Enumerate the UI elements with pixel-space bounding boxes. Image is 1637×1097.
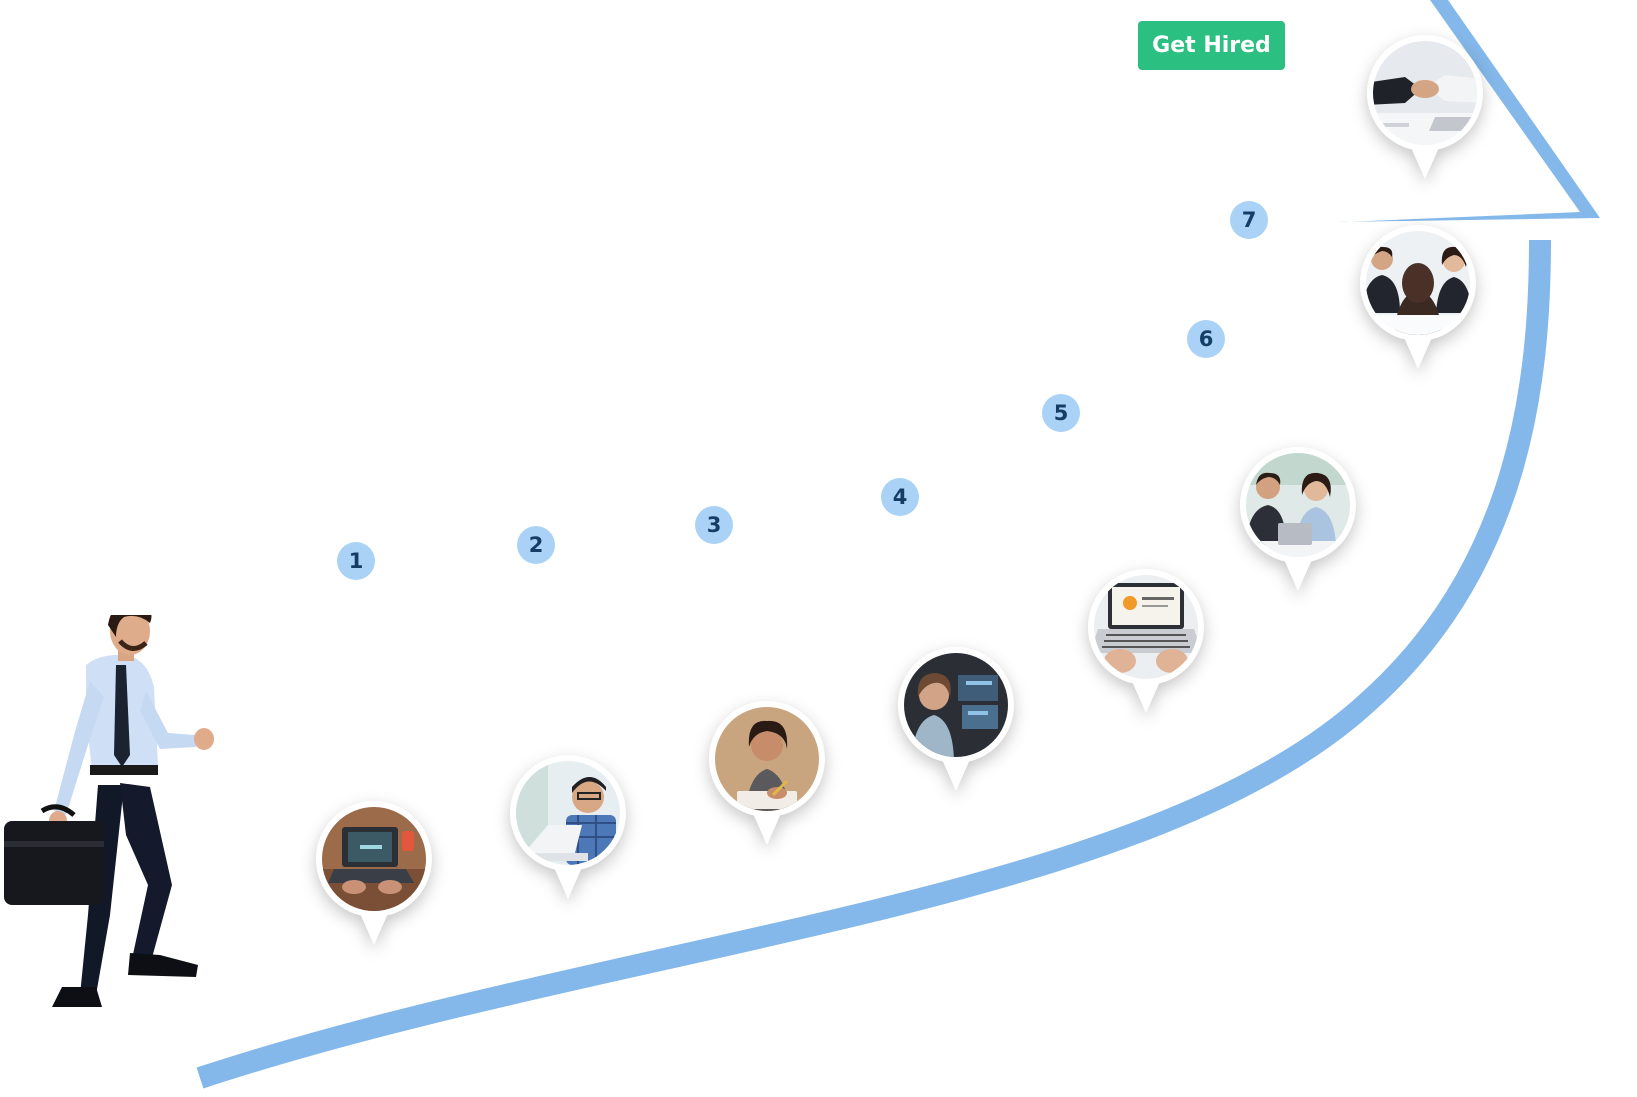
step-pin-1: [314, 799, 434, 949]
step-badge-5: 5: [1042, 394, 1080, 432]
laptop-login-icon: [315, 801, 432, 945]
step-badge-4: 4: [881, 478, 919, 516]
step-pin-5: [1086, 567, 1206, 717]
analyst-screens-icon: [897, 647, 1014, 791]
final-step-pin: [1365, 33, 1485, 183]
arrow-shaft: [196, 239, 1551, 1089]
woman-writing-icon: [708, 701, 825, 845]
student-laptop-icon: [509, 755, 626, 899]
arrow-head: [1335, 0, 1600, 222]
team-meeting-icon: [1239, 447, 1356, 591]
businessman-walking-icon: [4, 615, 214, 1007]
step-pin-7: [1358, 223, 1478, 373]
handshake-icon: [1366, 35, 1483, 179]
step-badge-2: 2: [517, 526, 555, 564]
step-pin-3: [707, 699, 827, 849]
step-badge-7: 7: [1230, 201, 1268, 239]
step-pin-4: [896, 645, 1016, 795]
step-pin-2: [508, 753, 628, 903]
step-badge-6: 6: [1187, 320, 1225, 358]
interview-icon: [1359, 225, 1476, 369]
get-hired-button[interactable]: Get Hired: [1138, 21, 1285, 70]
step-badge-3: 3: [695, 506, 733, 544]
step-pin-6: [1238, 445, 1358, 595]
step-badge-1: 1: [337, 542, 375, 580]
certification-laptop-icon: [1087, 569, 1204, 713]
